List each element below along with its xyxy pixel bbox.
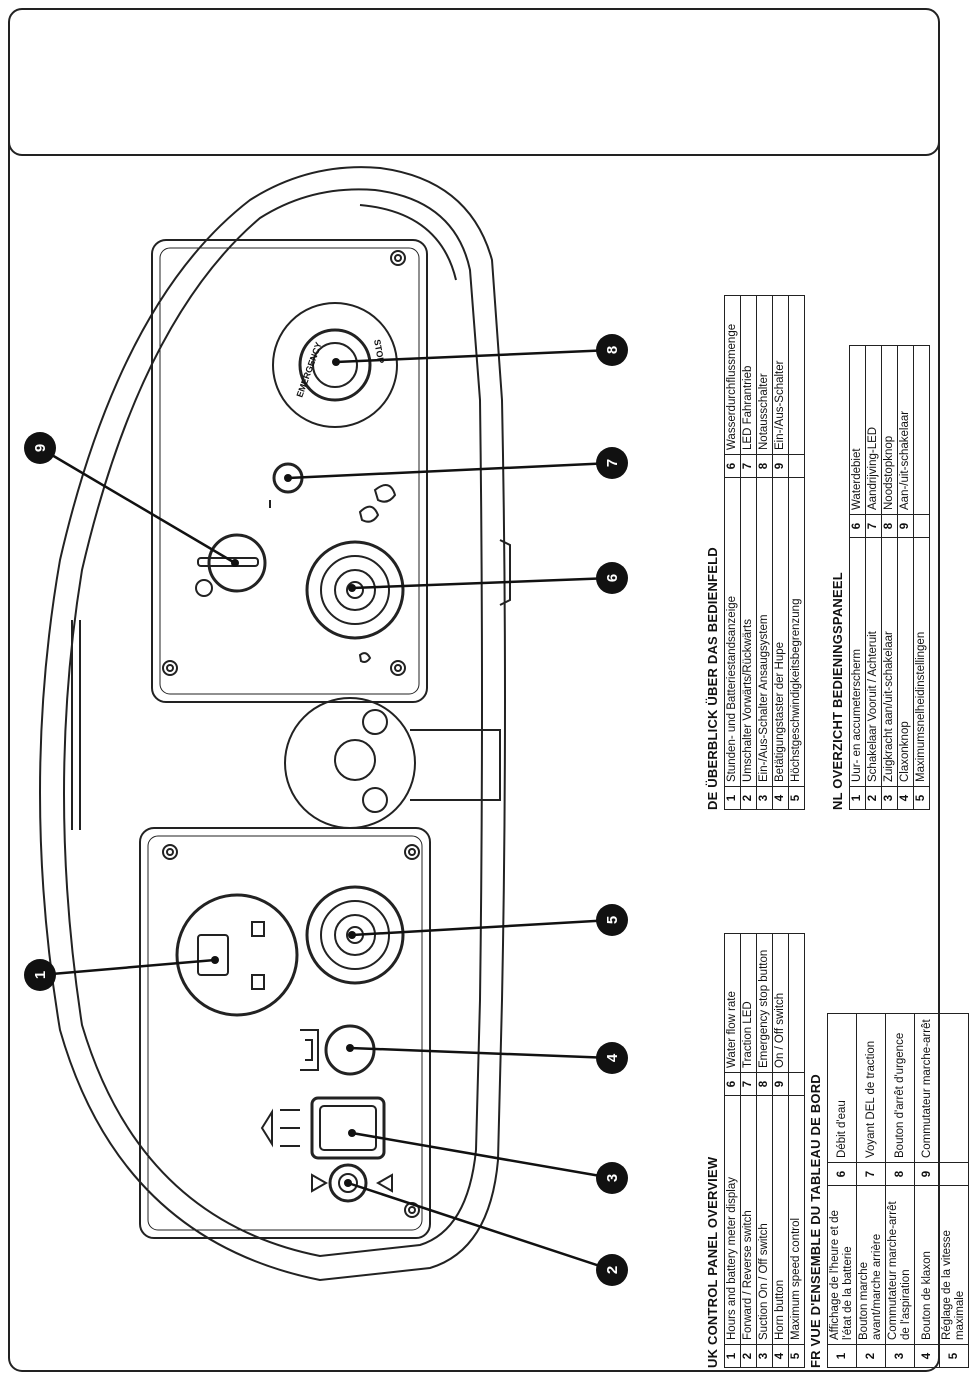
callout-4: 4 — [596, 1042, 628, 1074]
page-frame — [8, 140, 940, 1372]
callout-7: 7 — [596, 447, 628, 479]
panel-housing-inner — [63, 188, 483, 1258]
center-hub — [284, 697, 416, 829]
suction-switch — [310, 1096, 386, 1160]
callout-3: 3 — [596, 1162, 628, 1194]
svg-text:5: 5 — [604, 916, 621, 924]
svg-text:8: 8 — [604, 346, 621, 354]
left-edge-slot — [71, 620, 81, 830]
key-switch — [207, 533, 267, 593]
svg-text:3: 3 — [604, 1174, 621, 1182]
callout-1: 1 — [24, 959, 56, 991]
svg-text:9: 9 — [32, 444, 49, 452]
svg-text:2: 2 — [604, 1266, 621, 1274]
center-hub-bridge — [410, 729, 501, 801]
callout-badges: 9 1 8 7 6 5 4 3 2 — [24, 334, 628, 1286]
water-flow-knob — [305, 540, 405, 640]
svg-text:1: 1 — [32, 971, 49, 979]
header-box — [8, 8, 940, 156]
fr-legend-title: FR VUE D'ENSEMBLE DU TABLEAU DE BORD — [808, 1074, 823, 1368]
nl-legend-title: NL OVERZICHT BEDIENINGSPANEEL — [830, 572, 845, 810]
callout-2: 2 — [596, 1254, 628, 1286]
callout-9: 9 — [24, 432, 56, 464]
forward-reverse-switch — [328, 1163, 368, 1203]
stop-label: STOP — [372, 339, 386, 365]
emergency-stop-ring — [272, 302, 398, 428]
svg-text:4: 4 — [604, 1053, 621, 1062]
panel-rim-line — [359, 204, 457, 281]
svg-text:7: 7 — [604, 459, 621, 467]
callout-8: 8 — [596, 334, 628, 366]
upper-plate — [151, 239, 428, 703]
de-legend-title: DE ÜBERBLICK ÜBER DAS BEDIENFELD — [705, 547, 720, 810]
max-speed-knob — [305, 885, 405, 985]
lower-plate — [139, 827, 431, 1239]
right-edge-tab — [499, 539, 511, 606]
callout-5: 5 — [596, 904, 628, 936]
hour-battery-meter — [175, 893, 299, 1017]
callout-6: 6 — [596, 562, 628, 594]
svg-text:6: 6 — [604, 574, 621, 582]
